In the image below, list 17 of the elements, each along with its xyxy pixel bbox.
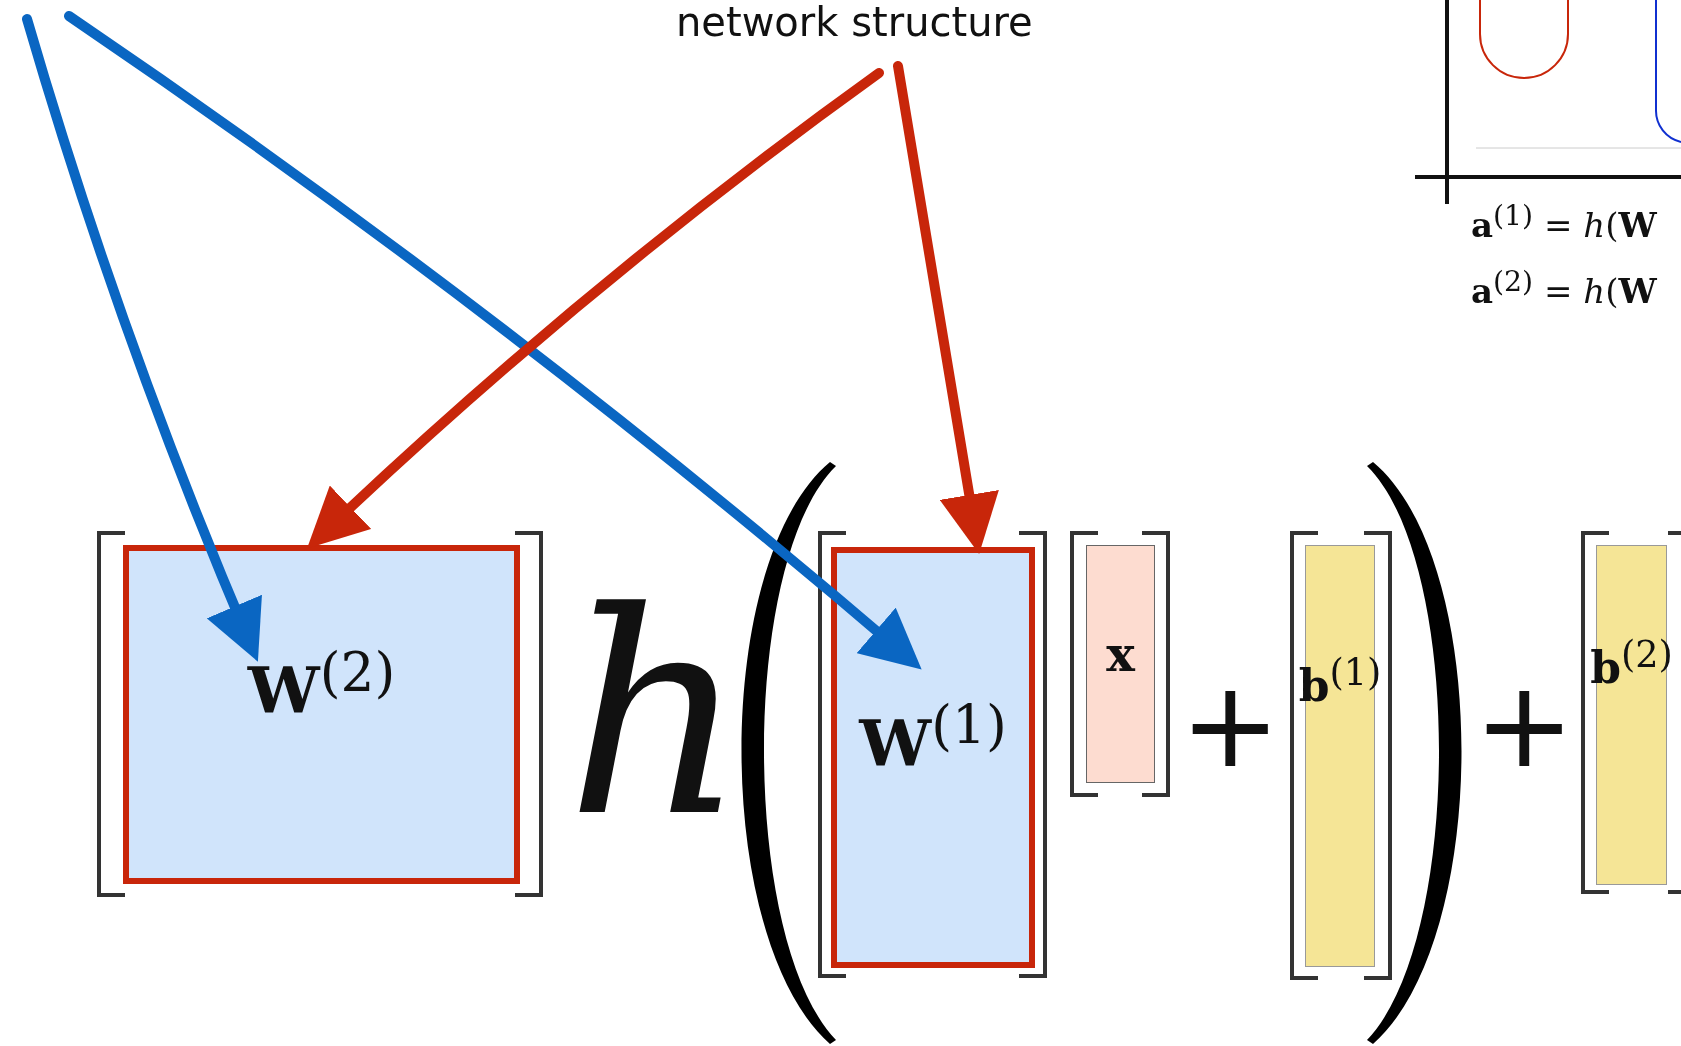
matrix-symbol: b$^{(1)}$ <box>1298 651 1382 711</box>
weight-matrix <box>831 547 1035 968</box>
equation-text: a$^{(1)}$ = h(W <box>1471 202 1657 243</box>
heading-text: network structure <box>676 2 1033 42</box>
weight-matrix <box>123 545 520 884</box>
matrix-symbol: W$^{(2)}$ <box>247 640 396 729</box>
input-vector <box>1086 545 1155 783</box>
matrix-symbol: x <box>1106 626 1135 682</box>
arrow <box>22 14 263 662</box>
matrix-symbol: W$^{(1)}$ <box>859 693 1007 782</box>
function-symbol: h <box>566 575 747 855</box>
matrix-symbol: b$^{(2)}$ <box>1590 632 1673 693</box>
arrow <box>893 61 999 555</box>
arrow <box>64 11 922 670</box>
equation-text: a$^{(2)}$ = h(W <box>1471 268 1657 309</box>
plus-sign: + <box>1474 665 1575 785</box>
plus-sign: + <box>1180 665 1281 785</box>
